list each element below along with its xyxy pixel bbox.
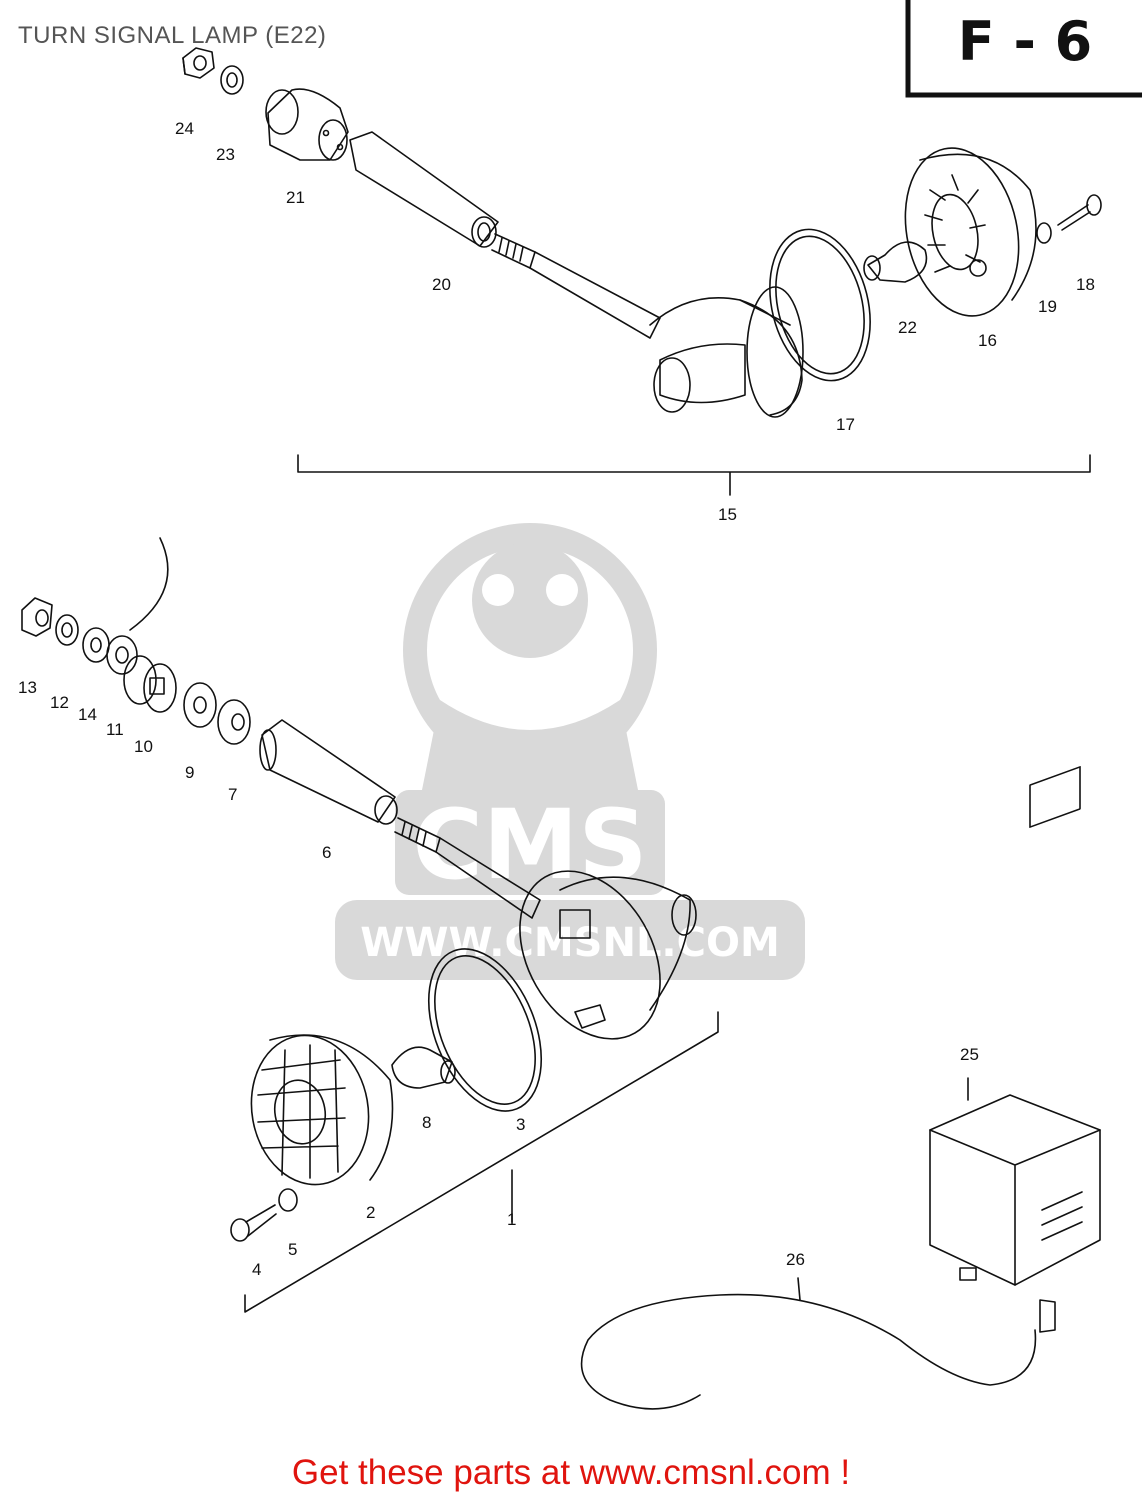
nut-13 bbox=[21, 597, 53, 637]
part-label: 1 bbox=[507, 1210, 516, 1229]
housing-lower bbox=[519, 870, 697, 1040]
watermark-brand: CMS bbox=[412, 789, 647, 901]
bushing-10 bbox=[123, 655, 177, 713]
part-label: 5 bbox=[288, 1240, 297, 1259]
part-label: 22 bbox=[898, 318, 917, 337]
washer-12 bbox=[55, 614, 79, 646]
part-label: 24 bbox=[175, 119, 194, 138]
washer-9 bbox=[183, 682, 217, 728]
stem-20 bbox=[349, 131, 499, 248]
watermark-url: WWW.CMSNL.COM bbox=[360, 920, 780, 966]
washer-23 bbox=[220, 65, 244, 95]
part-label: 17 bbox=[836, 415, 855, 434]
washer-14 bbox=[82, 627, 110, 663]
part-label: 25 bbox=[960, 1045, 979, 1064]
washer-11 bbox=[106, 635, 138, 675]
housing-upper bbox=[649, 286, 804, 418]
get-parts-link[interactable]: Get these parts at www.cmsnl.com ! bbox=[291, 1453, 851, 1492]
screw-4 bbox=[230, 1204, 277, 1242]
part-label: 15 bbox=[718, 505, 737, 524]
stem-6 bbox=[259, 719, 398, 825]
wire bbox=[129, 537, 169, 631]
part-label: 2 bbox=[366, 1203, 375, 1222]
bolt-upper bbox=[491, 233, 661, 339]
washer-19 bbox=[1036, 222, 1052, 244]
gasket-17 bbox=[769, 228, 871, 382]
screw-18 bbox=[1057, 194, 1102, 231]
washer-5 bbox=[278, 1188, 298, 1212]
flasher-relay-25 bbox=[929, 766, 1101, 1286]
bolt-lower bbox=[394, 817, 541, 919]
part-label: 4 bbox=[252, 1260, 261, 1279]
part-label: 10 bbox=[134, 737, 153, 756]
part-labels: 24 23 21 20 22 16 17 18 19 15 13 12 14 1… bbox=[18, 119, 1095, 1279]
part-label: 23 bbox=[216, 145, 235, 164]
bracket-15 bbox=[297, 454, 1091, 496]
lens-16 bbox=[904, 147, 1037, 317]
part-label: 7 bbox=[228, 785, 237, 804]
part-label: 19 bbox=[1038, 297, 1057, 316]
part-label: 18 bbox=[1076, 275, 1095, 294]
bracket-1 bbox=[244, 1011, 719, 1313]
gasket-3 bbox=[427, 948, 543, 1112]
part-label: 6 bbox=[322, 843, 331, 862]
part-label: 9 bbox=[185, 763, 194, 782]
diagram-title: TURN SIGNAL LAMP (E22) bbox=[18, 22, 327, 49]
bracket-21 bbox=[265, 88, 349, 161]
part-label: 21 bbox=[286, 188, 305, 207]
section-code: F - 6 bbox=[958, 10, 1092, 73]
washer-7 bbox=[217, 699, 251, 745]
lead-wire-26 bbox=[580, 1277, 1056, 1410]
cms-watermark: CMS WWW.CMSNL.COM bbox=[335, 523, 805, 980]
bulb-8 bbox=[391, 1046, 456, 1089]
part-label: 12 bbox=[50, 693, 69, 712]
part-label: 3 bbox=[516, 1115, 525, 1134]
part-label: 20 bbox=[432, 275, 451, 294]
part-label: 11 bbox=[106, 720, 124, 739]
part-label: 26 bbox=[786, 1250, 805, 1269]
bulb-22 bbox=[863, 241, 928, 283]
part-label: 16 bbox=[978, 331, 997, 350]
part-label: 14 bbox=[78, 705, 97, 724]
nut-24 bbox=[182, 47, 215, 79]
lens-2 bbox=[250, 1034, 394, 1186]
part-label: 8 bbox=[422, 1113, 431, 1132]
part-label: 13 bbox=[18, 678, 37, 697]
section-code-box: F - 6 bbox=[905, 0, 1142, 98]
